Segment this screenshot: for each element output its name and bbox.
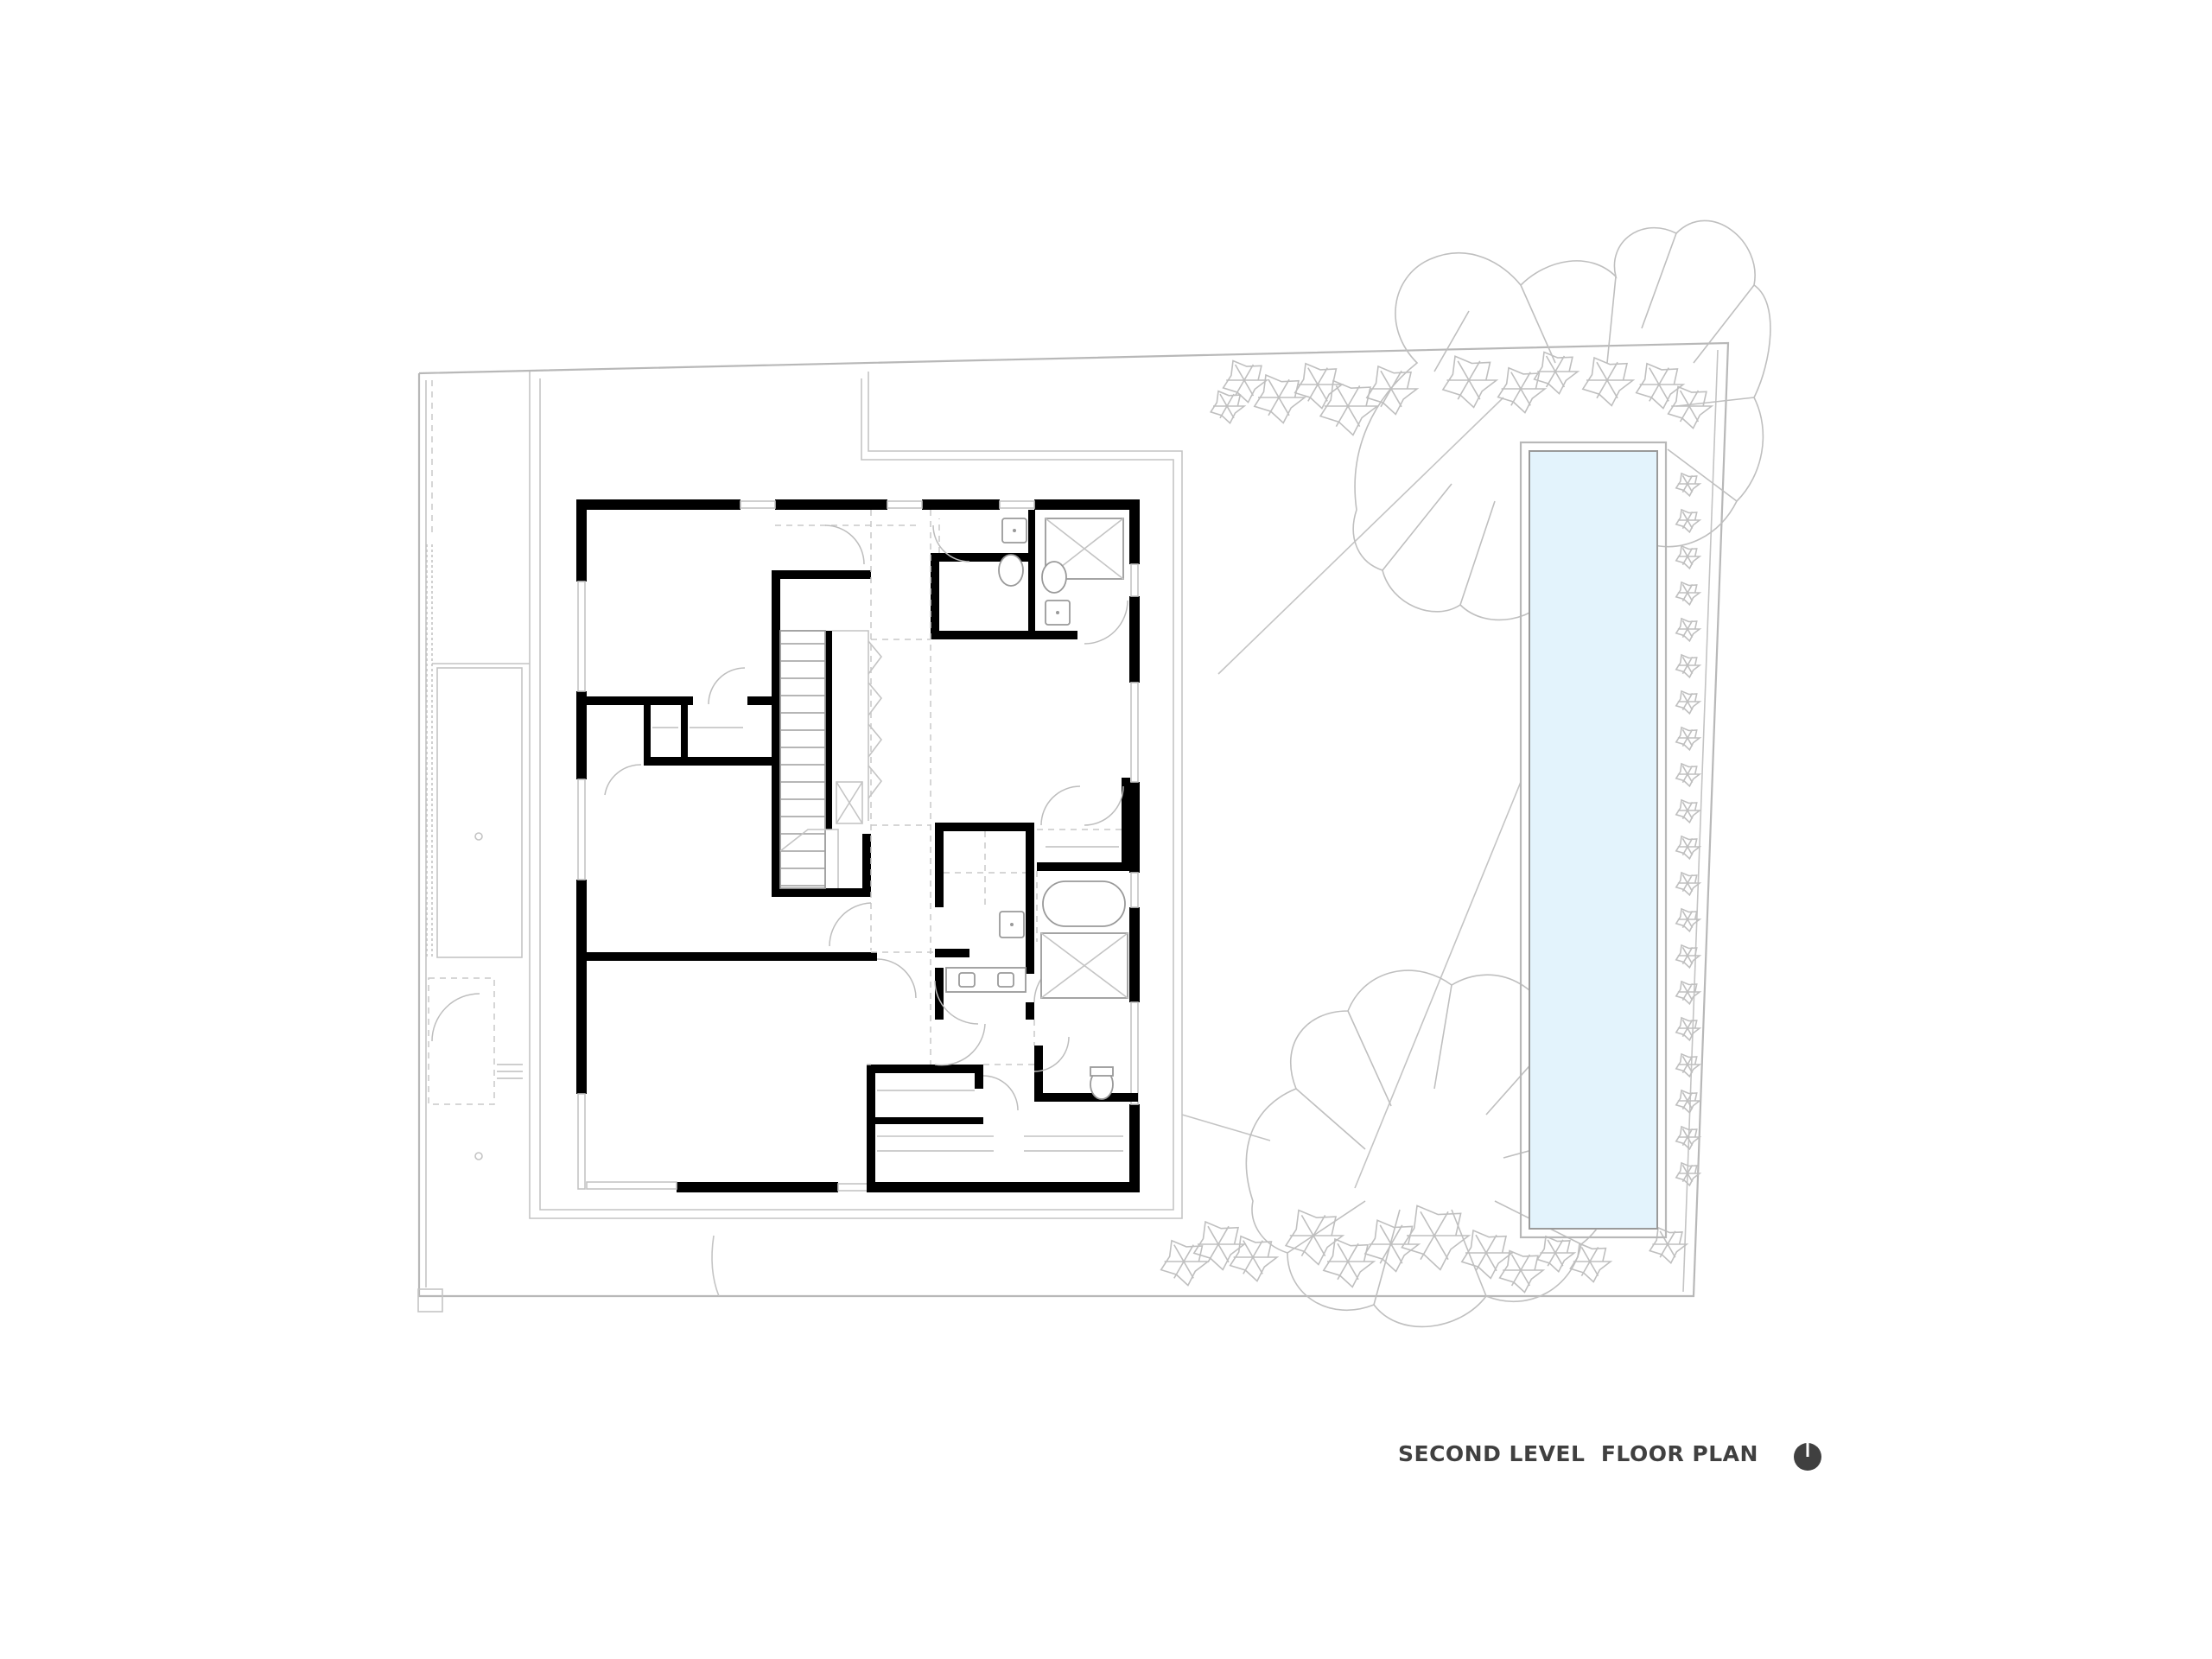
staircase <box>779 630 883 889</box>
windows <box>577 500 1139 1192</box>
circulation-lines <box>775 510 1123 1065</box>
side-terrace <box>417 380 523 1313</box>
exterior-walls <box>576 499 1140 1192</box>
drawing-title: SECOND LEVEL FLOOR PLAN <box>1398 1441 1758 1466</box>
swimming-pool <box>1519 441 1668 1239</box>
closet-rods <box>652 727 1123 1152</box>
tree-canopies <box>1245 219 1771 1328</box>
north-arrow-icon <box>1794 1443 1821 1471</box>
door-swings <box>604 524 1128 1111</box>
interior-walls <box>576 510 1138 1192</box>
site-lot-outline <box>417 341 1730 1298</box>
plumbing-fixtures <box>945 518 1128 1100</box>
shrubs <box>1160 351 1714 1294</box>
